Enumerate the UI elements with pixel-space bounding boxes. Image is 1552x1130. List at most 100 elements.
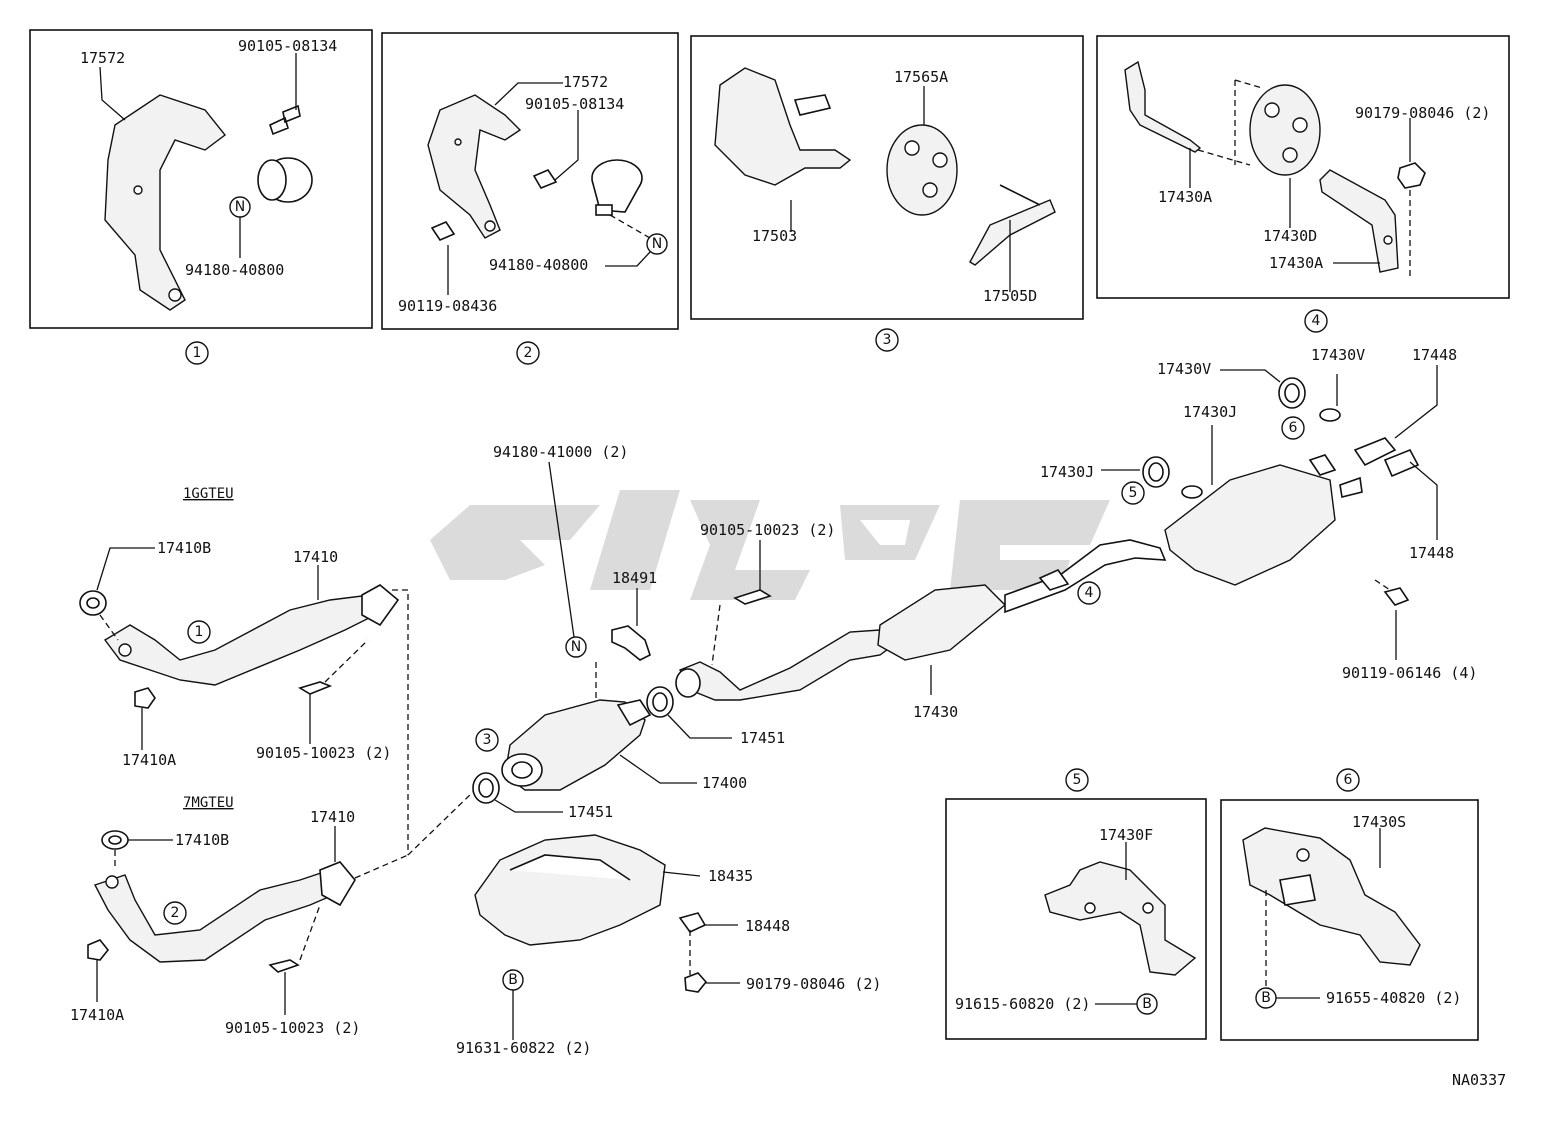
engine-label-1ggteu: 1GGTEU	[183, 486, 234, 502]
label-17451-right: 17451	[740, 729, 785, 747]
label-b1-90105-08134: 90105-08134	[238, 37, 337, 55]
detail-ref-1-upper-text: 1	[195, 624, 204, 640]
gasket-17430V-left	[1278, 377, 1306, 409]
label-b2-90105-08134: 90105-08134	[525, 95, 624, 113]
label-17451-left: 17451	[568, 803, 613, 821]
bolt-90105-10023-upper	[298, 681, 333, 695]
detail-number-2-text: 2	[524, 345, 533, 361]
marker-n-center	[565, 636, 587, 658]
detail-number-4	[1304, 309, 1328, 333]
marker-n-b2-text: N	[652, 236, 662, 252]
gasket-17430J-upper	[1181, 485, 1203, 499]
bracket-17503	[714, 67, 852, 186]
label-17410A-lower: 17410A	[70, 1006, 124, 1024]
bracket-17430S	[1242, 827, 1421, 966]
label-17430V-left: 17430V	[1157, 360, 1211, 378]
detail-ref-6	[1281, 416, 1305, 440]
gasket-17451-right	[646, 686, 674, 718]
label-b4-90179-08046: 90179-08046 (2)	[1355, 104, 1490, 122]
detail-number-6	[1336, 768, 1360, 792]
detail-ref-2-lower	[163, 901, 187, 925]
detail-number-5-text: 5	[1073, 772, 1082, 788]
detail-ref-6-text: 6	[1289, 420, 1298, 436]
hanger-17430A-right	[1319, 169, 1399, 273]
label-b3-17503: 17503	[752, 227, 797, 245]
bracket-17430F	[1044, 861, 1197, 976]
detail-box-1	[29, 29, 373, 329]
label-b3-17505D: 17505D	[983, 287, 1037, 305]
detail-ref-5-text: 5	[1129, 485, 1138, 501]
label-b6-91655-40820: 91655-40820 (2)	[1326, 989, 1461, 1007]
nut-17410A-lower	[87, 939, 110, 961]
front-pipe-17410-upper	[103, 584, 400, 686]
detail-number-4-text: 4	[1312, 313, 1321, 329]
detail-ref-2-lower-text: 2	[171, 905, 180, 921]
label-17410A-upper: 17410A	[122, 751, 176, 769]
label-90179-08046: 90179-08046 (2)	[746, 975, 881, 993]
marker-b-center-text: B	[508, 972, 518, 988]
label-17430: 17430	[913, 703, 958, 721]
heat-shield-18435	[474, 834, 666, 946]
gasket-17410B-upper	[79, 590, 107, 616]
label-17430V-right: 17430V	[1311, 346, 1365, 364]
marker-b-6-text: B	[1261, 990, 1271, 1006]
label-b5-17430F: 17430F	[1099, 826, 1153, 844]
label-90105-10023-lower: 90105-10023 (2)	[225, 1019, 360, 1037]
label-90105-10023-upper: 90105-10023 (2)	[256, 744, 391, 762]
marker-b-5-text: B	[1142, 996, 1152, 1012]
label-18435: 18435	[708, 867, 753, 885]
hanger-17430A-left	[1124, 60, 1202, 153]
label-b4-17430A-left: 17430A	[1158, 188, 1212, 206]
mount-17565A	[886, 124, 958, 216]
label-17410-lower: 17410	[310, 808, 355, 826]
label-b6-17430S: 17430S	[1352, 813, 1406, 831]
bracket-17572-b2	[427, 94, 522, 239]
marker-n-center-text: N	[571, 639, 581, 655]
bracket-18491	[611, 625, 651, 661]
bracket-18448	[678, 912, 707, 934]
label-b4-17430A-right: 17430A	[1269, 254, 1323, 272]
label-b1-17572: 17572	[80, 49, 125, 67]
label-91631-60822: 91631-60822 (2)	[456, 1039, 591, 1057]
bolt-90105-10023-center	[733, 589, 772, 605]
bracket-17572-b1	[104, 94, 226, 311]
bolt-90105-10023-lower	[268, 959, 300, 973]
label-18448: 18448	[745, 917, 790, 935]
detail-number-6-text: 6	[1344, 772, 1353, 788]
label-b3-17565A: 17565A	[894, 68, 948, 86]
detail-box-2	[381, 32, 679, 330]
clamp-b1	[257, 104, 313, 203]
detail-ref-4-text: 4	[1085, 585, 1094, 601]
detail-number-1-text: 1	[193, 345, 202, 361]
hanger-4-main	[1038, 569, 1070, 591]
label-17400: 17400	[702, 774, 747, 792]
detail-box-5	[945, 798, 1207, 1040]
nut-17410A-upper	[134, 687, 156, 709]
marker-n-b1-text: N	[235, 199, 245, 215]
label-17410-upper: 17410	[293, 548, 338, 566]
gasket-17430J-lower	[1142, 456, 1170, 488]
detail-number-5	[1065, 768, 1089, 792]
nut-90179-08046-b4	[1397, 162, 1426, 189]
gasket-17410B-lower	[101, 830, 129, 850]
bolt-90119-06146	[1383, 587, 1410, 606]
label-b2-17572: 17572	[563, 73, 608, 91]
gasket-17451-left	[472, 772, 500, 804]
gasket-17430V-right	[1319, 408, 1341, 422]
detail-ref-3	[475, 728, 499, 752]
front-pipe-17410-lower	[94, 861, 356, 963]
tail-tip-17448-bottom	[1383, 448, 1420, 478]
marker-n-b2	[646, 233, 668, 255]
drawing-code: NA0337	[1452, 1071, 1506, 1089]
detail-ref-4	[1077, 581, 1101, 605]
detail-box-4	[1096, 35, 1510, 299]
mount-17430D	[1249, 84, 1321, 176]
detail-ref-5	[1121, 481, 1145, 505]
label-17430J-lower: 17430J	[1040, 463, 1094, 481]
detail-ref-3-text: 3	[483, 732, 492, 748]
label-b1-94180-40800: 94180-40800	[185, 261, 284, 279]
center-pipe-17430	[675, 454, 1363, 701]
detail-number-2	[516, 341, 540, 365]
detail-box-3	[690, 35, 1084, 320]
